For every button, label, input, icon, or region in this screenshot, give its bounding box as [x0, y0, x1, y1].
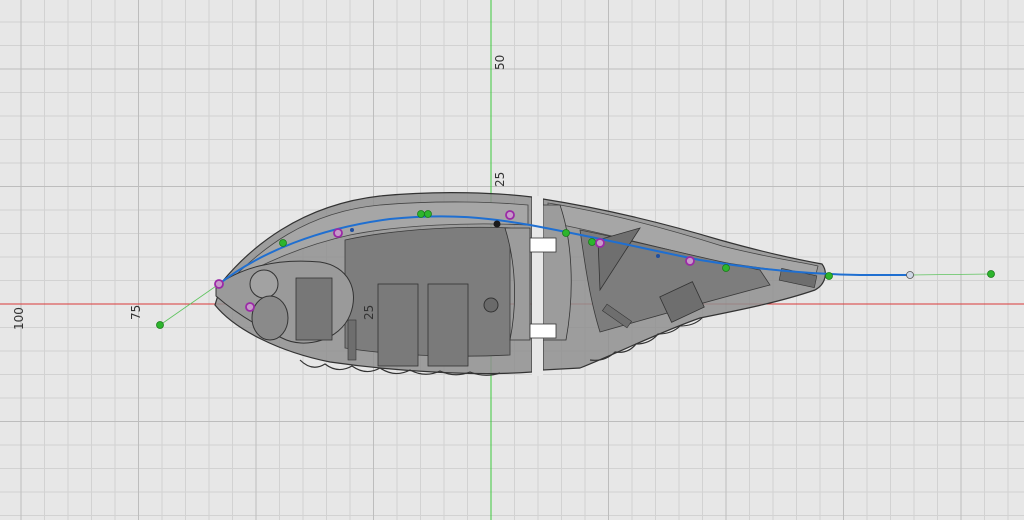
rear-weight-pocket: [659, 281, 705, 323]
front-weight-pocket-3: [427, 283, 469, 367]
constraint-point[interactable]: [214, 279, 224, 289]
constraint-point[interactable]: [685, 256, 695, 266]
fit-point[interactable]: [588, 238, 596, 246]
joint-hinge: [529, 196, 557, 376]
lure-body-front[interactable]: [214, 192, 533, 376]
rear-rib: [602, 303, 632, 329]
constraint-point[interactable]: [245, 302, 255, 312]
end-handle[interactable]: [906, 271, 914, 279]
axis-label-25-inner: 25: [362, 305, 376, 320]
front-weight-pocket-2: [377, 283, 419, 367]
front-weight-pocket-1: [295, 277, 333, 341]
hinge-tab-bottom: [529, 323, 557, 339]
spline-constraint-points[interactable]: [214, 210, 695, 312]
lure-body-rear[interactable]: [542, 198, 826, 371]
fit-point[interactable]: [825, 272, 833, 280]
axis-label-100: 100: [12, 307, 26, 330]
fit-point[interactable]: [722, 264, 730, 272]
sketch-spline[interactable]: [218, 215, 910, 285]
fit-point[interactable]: [417, 210, 425, 218]
line-tie-hole: [483, 297, 499, 313]
spline-midpoints[interactable]: [350, 220, 914, 279]
fit-point[interactable]: [279, 239, 287, 247]
selected-point[interactable]: [493, 220, 501, 228]
spline-handle-lines: [159, 273, 992, 326]
rear-inner-cavity: [579, 229, 771, 333]
midpoint[interactable]: [656, 254, 660, 258]
constraint-point[interactable]: [595, 238, 605, 248]
hinge-tab-top: [529, 237, 557, 253]
eye-socket-lower: [251, 295, 289, 341]
eye-circle: [249, 269, 279, 299]
axis-label-50: 50: [493, 55, 507, 70]
constraint-point[interactable]: [333, 228, 343, 238]
axis-label-75: 75: [129, 305, 143, 320]
fit-point[interactable]: [987, 270, 995, 278]
midpoint[interactable]: [350, 228, 354, 232]
front-belly-ridges: [299, 359, 501, 376]
axis-label-25-top: 25: [493, 172, 507, 187]
rear-belly-ridges: [589, 317, 703, 361]
fit-point[interactable]: [156, 321, 164, 329]
front-inner-cavity: [344, 226, 511, 357]
fit-point[interactable]: [562, 229, 570, 237]
front-rib: [347, 319, 357, 361]
fit-point[interactable]: [424, 210, 432, 218]
constraint-point[interactable]: [505, 210, 515, 220]
front-upper-shell: [227, 201, 529, 284]
front-joint-wall: [504, 227, 531, 341]
rear-fin-wedge: [597, 227, 641, 292]
spline-fit-points[interactable]: [156, 210, 995, 329]
